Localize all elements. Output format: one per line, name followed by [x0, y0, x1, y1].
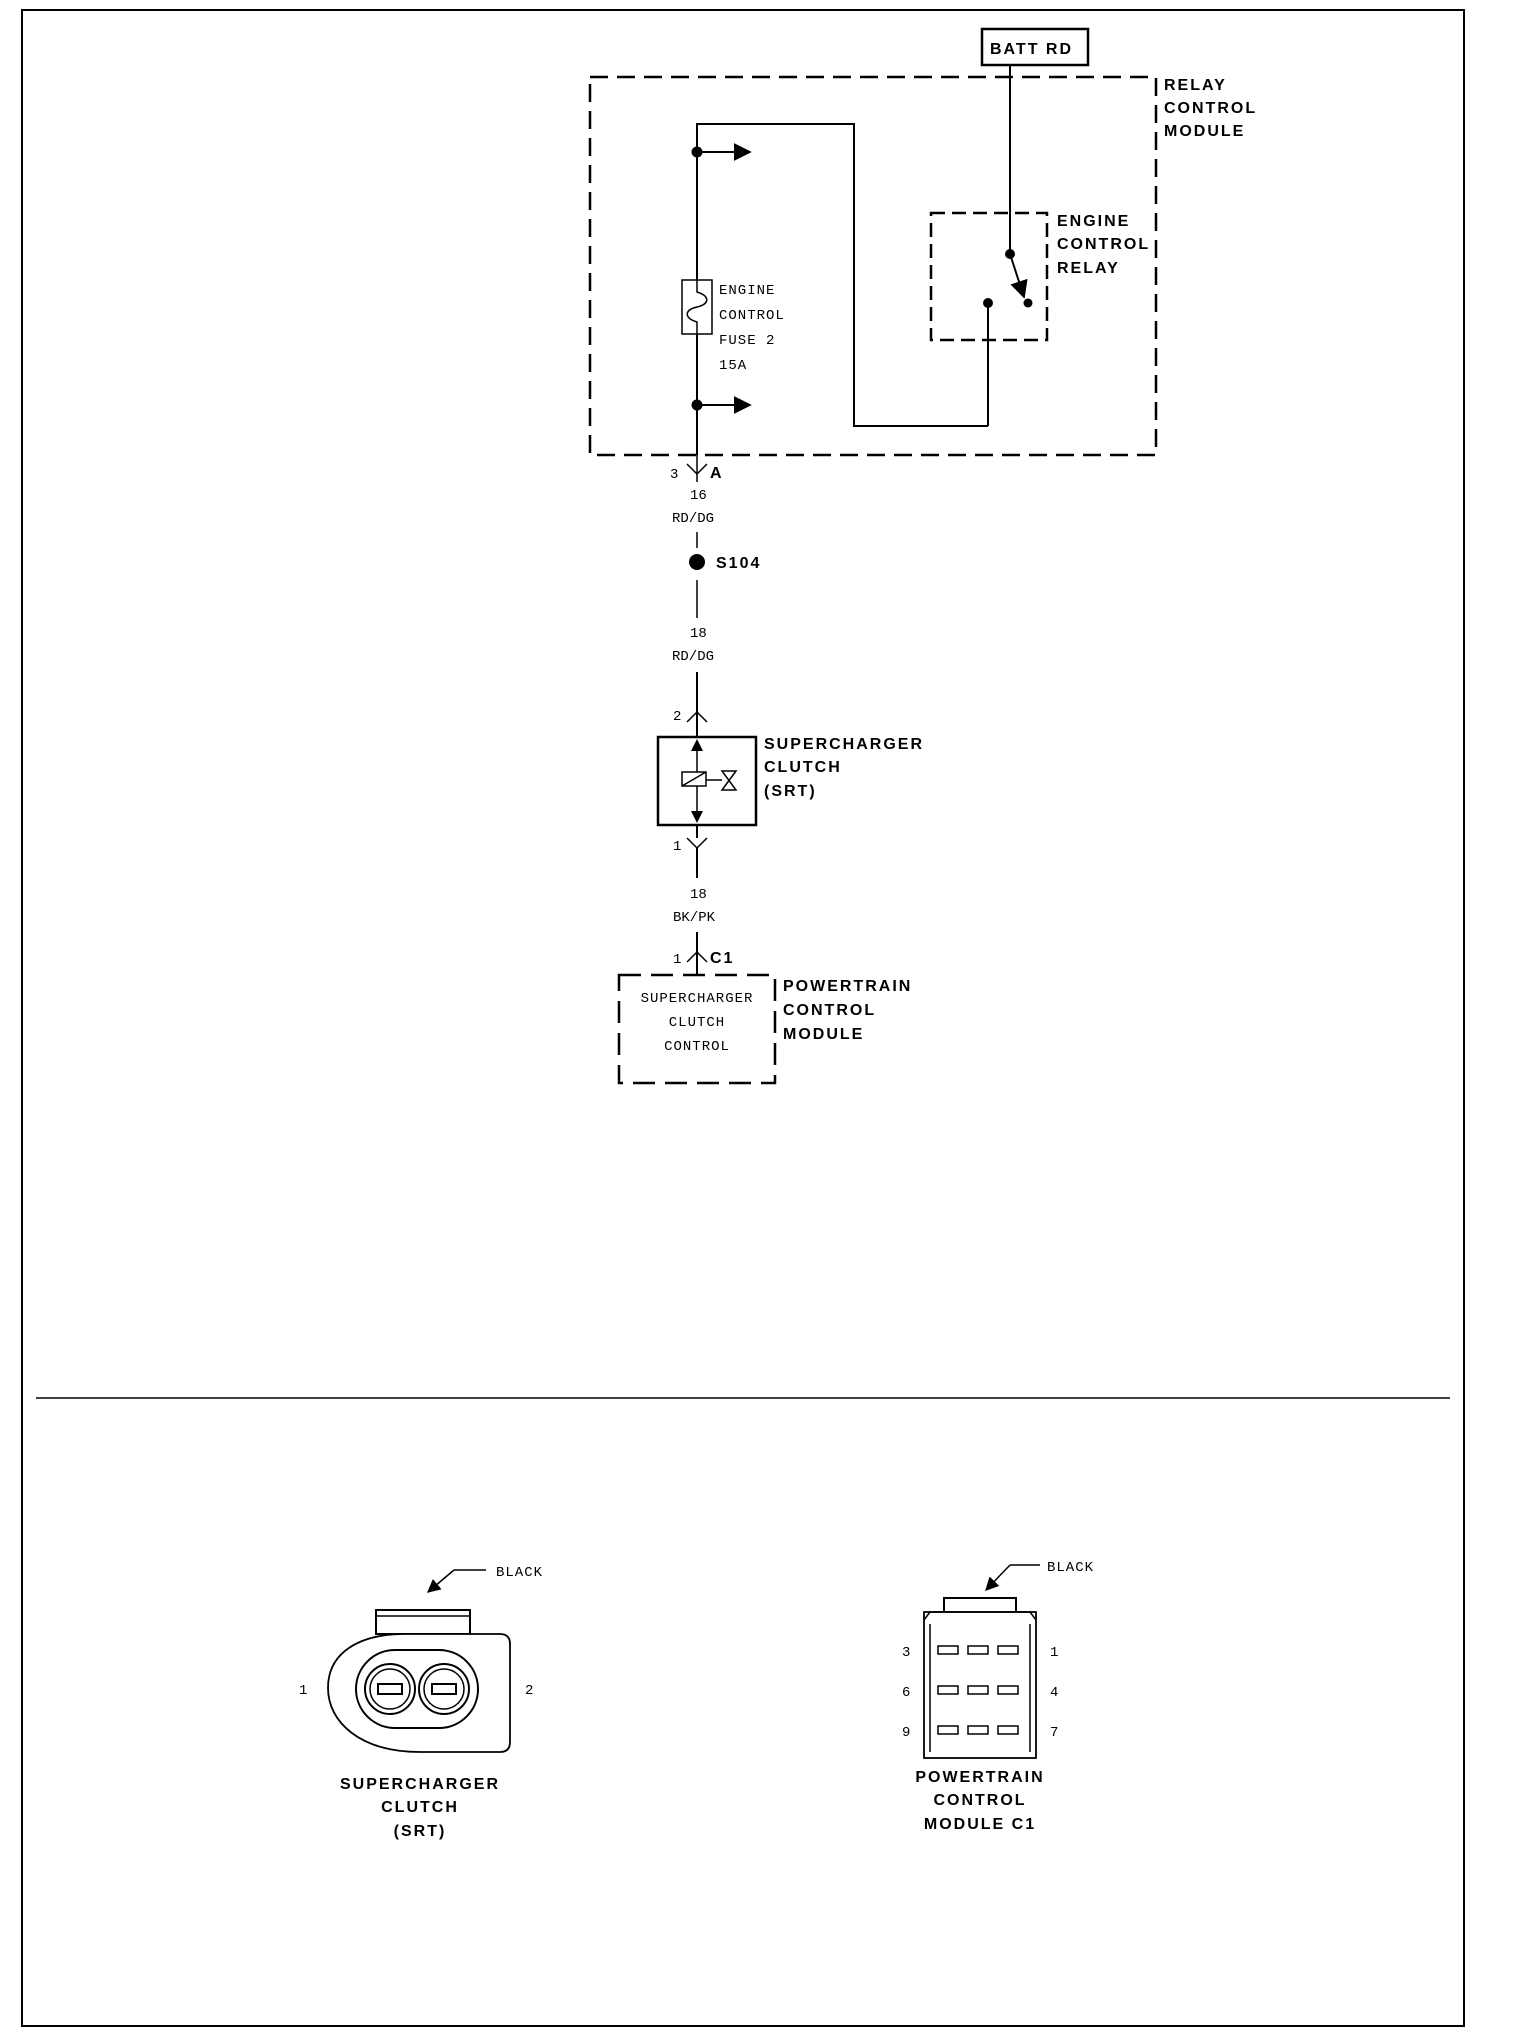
cavity	[967, 1685, 989, 1695]
cavity	[937, 1645, 959, 1655]
connector-right-pin-6: 6	[902, 1685, 910, 1701]
wire1-gauge: 16	[690, 488, 707, 504]
supercharger-clutch-connector-view: BLACK 1 2 SUPERCHARGER CLUTCH (SRT)	[299, 1565, 543, 1840]
connector-a-symbol	[686, 455, 708, 482]
supercharger-clutch-label: SUPERCHARGER CLUTCH (SRT)	[764, 736, 924, 800]
svg-text:CONTROL: CONTROL	[664, 1039, 730, 1055]
relay-control-module-box	[588, 75, 1158, 457]
connector-right-leader-arrow	[985, 1564, 1011, 1591]
powertrain-control-module-box	[617, 973, 777, 1085]
svg-text:CONTROL: CONTROL	[1057, 236, 1150, 253]
cavity	[967, 1645, 989, 1655]
engine-control-relay-label: ENGINE CONTROL RELAY	[1057, 213, 1150, 277]
wire3-gauge: 18	[690, 887, 707, 903]
cavity	[937, 1725, 959, 1735]
connector-left-pin-1: 1	[299, 1683, 307, 1699]
svg-text:POWERTRAIN: POWERTRAIN	[783, 978, 912, 995]
svg-text:ENGINE: ENGINE	[719, 283, 775, 299]
clutch-pin-bottom: 1	[673, 839, 681, 855]
connector-right-title-2: CONTROL	[933, 1792, 1026, 1809]
connector-right-title-1: POWERTRAIN	[915, 1769, 1044, 1786]
batt-rd-box: BATT RD	[980, 27, 1090, 67]
svg-text:SUPERCHARGER: SUPERCHARGER	[641, 991, 754, 1007]
powertrain-control-module-label: POWERTRAIN CONTROL MODULE	[783, 978, 912, 1043]
connector-right-pin-9: 9	[902, 1725, 910, 1741]
cavity	[997, 1685, 1019, 1695]
wire2-gauge: 18	[690, 626, 707, 642]
relay-switch-arm	[1009, 253, 1028, 299]
pcm-c1-connector-view: BLACK 3 6 9 1 4 7 POWERTRAIN CONTROL MOD…	[902, 1560, 1094, 1833]
clutch-pin-top: 2	[673, 709, 681, 725]
svg-text:ENGINE: ENGINE	[1057, 213, 1130, 230]
svg-text:CLUTCH: CLUTCH	[669, 1015, 725, 1031]
connector-left-face	[355, 1649, 479, 1729]
engine-control-fuse-2	[681, 279, 713, 335]
connector-left-color-label: BLACK	[496, 1565, 543, 1581]
fuse-label: ENGINE CONTROL FUSE 2 15A	[719, 283, 785, 374]
connector-left-title-2: CLUTCH	[381, 1799, 459, 1816]
relay-control-module-label: RELAY CONTROL MODULE	[1164, 77, 1257, 140]
connector-a-letter: A	[710, 465, 724, 482]
batt-rd-label: BATT RD	[990, 41, 1073, 58]
connector-right-pin-1: 1	[1050, 1645, 1058, 1661]
wire1-color: RD/DG	[672, 511, 714, 527]
connector-right-pin-4: 4	[1050, 1685, 1058, 1701]
connector-a-pin: 3	[670, 467, 678, 483]
page-frame	[21, 9, 1465, 2027]
relay-contact-no	[1023, 298, 1033, 308]
svg-text:15A: 15A	[719, 358, 747, 374]
pcm-connector-pin: 1	[673, 952, 681, 968]
svg-text:RELAY: RELAY	[1164, 77, 1227, 94]
connector-right-top-edge	[923, 1611, 1037, 1621]
connector-left-pin-2: 2	[525, 1683, 533, 1699]
svg-text:CLUTCH: CLUTCH	[764, 759, 842, 776]
connector-left-cavity-1-ring	[369, 1668, 411, 1710]
connector-right-pin-3: 3	[902, 1645, 910, 1661]
wire2-color: RD/DG	[672, 649, 714, 665]
connector-right-title-3: MODULE C1	[924, 1816, 1036, 1833]
svg-text:MODULE: MODULE	[1164, 123, 1245, 140]
pcm-inner-label: SUPERCHARGER CLUTCH CONTROL	[641, 991, 754, 1055]
svg-text:CONTROL: CONTROL	[1164, 100, 1257, 117]
supercharger-clutch-component	[656, 735, 758, 827]
connector-right-color-label: BLACK	[1047, 1560, 1094, 1576]
cavity	[997, 1645, 1019, 1655]
pcm-connector-label: C1	[710, 950, 734, 967]
connector-left-leader-arrow	[426, 1569, 455, 1593]
splice-s104-label: S104	[716, 555, 761, 572]
svg-text:MODULE: MODULE	[783, 1026, 864, 1043]
svg-text:(SRT): (SRT)	[764, 783, 817, 800]
splice-s104	[689, 554, 705, 570]
svg-text:CONTROL: CONTROL	[783, 1002, 876, 1019]
connector-left-terminal-2	[431, 1683, 457, 1695]
clutch-connector-top-symbol	[686, 711, 708, 723]
wire3-color: BK/PK	[673, 910, 716, 926]
connector-left-latch	[375, 1609, 471, 1635]
connector-left-terminal-1	[377, 1683, 403, 1695]
svg-text:CONTROL: CONTROL	[719, 308, 785, 324]
connector-right-body	[923, 1611, 1037, 1759]
cavity	[997, 1725, 1019, 1735]
cavity	[967, 1725, 989, 1735]
cavity	[937, 1685, 959, 1695]
clutch-connector-bottom-symbol	[686, 837, 708, 849]
svg-text:FUSE 2: FUSE 2	[719, 333, 775, 349]
svg-text:RELAY: RELAY	[1057, 260, 1120, 277]
connector-left-title-1: SUPERCHARGER	[340, 1776, 500, 1793]
relay-loop-wire	[696, 123, 988, 427]
svg-text:SUPERCHARGER: SUPERCHARGER	[764, 736, 924, 753]
connector-left-title-3: (SRT)	[394, 1823, 447, 1840]
connector-right-cavities	[937, 1645, 1019, 1735]
connector-right-pin-7: 7	[1050, 1725, 1058, 1741]
connector-left-cavity-2-ring	[423, 1668, 465, 1710]
pcm-connector-c1-symbol	[686, 951, 708, 963]
